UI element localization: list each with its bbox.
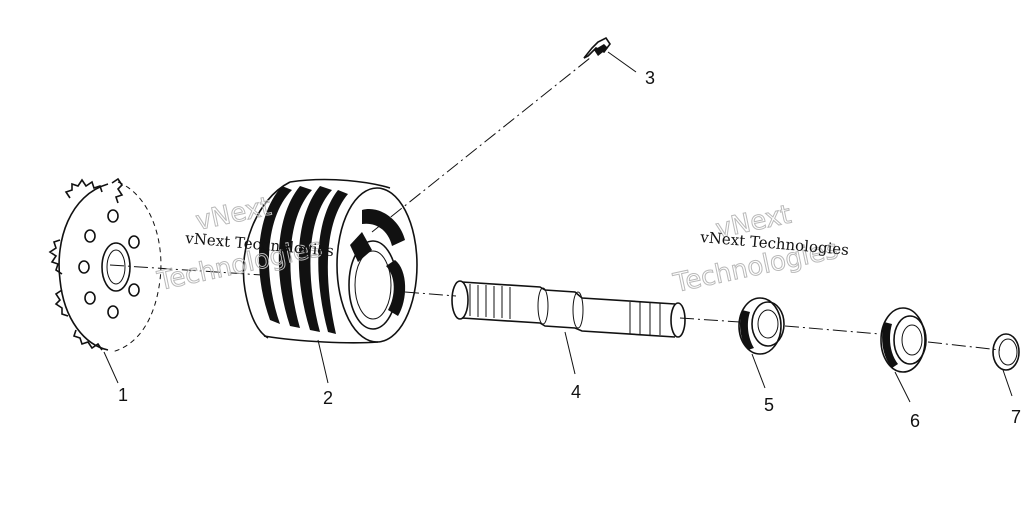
callout-2: 2 [323,388,333,408]
part-7-snap-ring [992,333,1020,397]
callout-4: 4 [571,382,581,402]
part-2-clutch-drum [242,178,418,384]
callout-6: 6 [910,411,920,431]
watermark-right: vNext Technologies vNext Technologies [670,199,850,299]
part-4-splined-shaft [451,280,686,375]
callout-1: 1 [118,385,128,405]
part-1-sprocket [48,177,162,384]
part-5-bearing [738,297,785,389]
assembly-axis [109,57,1001,351]
callout-5: 5 [764,395,774,415]
callout-3: 3 [645,68,655,88]
part-6-seal [880,307,927,403]
callout-7: 7 [1011,407,1021,427]
part-3-grease-fitting [583,36,637,73]
